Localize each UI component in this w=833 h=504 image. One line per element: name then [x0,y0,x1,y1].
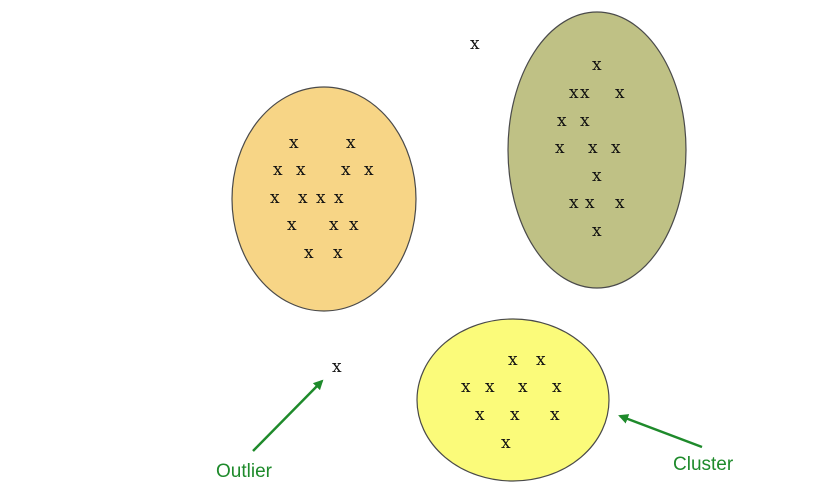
cluster-point: x [611,138,621,158]
cluster-point: x [615,193,625,213]
cluster-olive-points: x x x x x x x x x x x x x x [555,55,625,241]
cluster-point: x [615,83,625,103]
cluster-point: x [334,188,344,208]
cluster-point: x [364,160,374,180]
cluster-point: x [287,215,297,235]
cluster-point: x [580,111,590,131]
cluster-point: x [557,111,567,131]
cluster-point: x [569,193,579,213]
cluster-point: x [592,221,602,241]
cluster-yellow-points: x x x x x x x x x x [461,350,562,453]
cluster-point: x [580,83,590,103]
cluster-point: x [304,243,314,263]
outlier-arrow [252,379,324,452]
outlier-point-top: x [470,34,480,54]
cluster-point: x [552,377,562,397]
cluster-point: x [569,83,579,103]
cluster-point: x [296,160,306,180]
cluster-point: x [510,405,520,425]
cluster-point: x [289,133,299,153]
cluster-point: x [501,433,511,453]
cluster-label: Cluster [673,454,734,475]
cluster-point: x [585,193,595,213]
cluster-point: x [273,160,283,180]
cluster-point: x [592,166,602,186]
outlier-point-bottom: x [332,357,342,377]
cluster-point: x [536,350,546,370]
cluster-point: x [346,133,356,153]
cluster-point: x [550,405,560,425]
cluster-point: x [475,405,485,425]
cluster-point: x [349,215,359,235]
cluster-point: x [461,377,471,397]
cluster-orange-points: x x x x x x x x x x x x x x x [270,133,374,263]
cluster-point: x [588,138,598,158]
cluster-point: x [485,377,495,397]
cluster-point: x [298,188,308,208]
cluster-yellow-ellipse [416,318,610,482]
cluster-point: x [555,138,565,158]
cluster-point: x [508,350,518,370]
cluster-point: x [341,160,351,180]
cluster-olive-ellipse [507,11,687,289]
cluster-point: x [592,55,602,75]
cluster-orange-ellipse [231,86,417,312]
outlier-label: Outlier [216,461,273,482]
cluster-point: x [333,243,343,263]
cluster-point: x [518,377,528,397]
cluster-arrow [618,414,703,449]
cluster-point: x [329,215,339,235]
cluster-point: x [316,188,326,208]
cluster-point: x [270,188,280,208]
